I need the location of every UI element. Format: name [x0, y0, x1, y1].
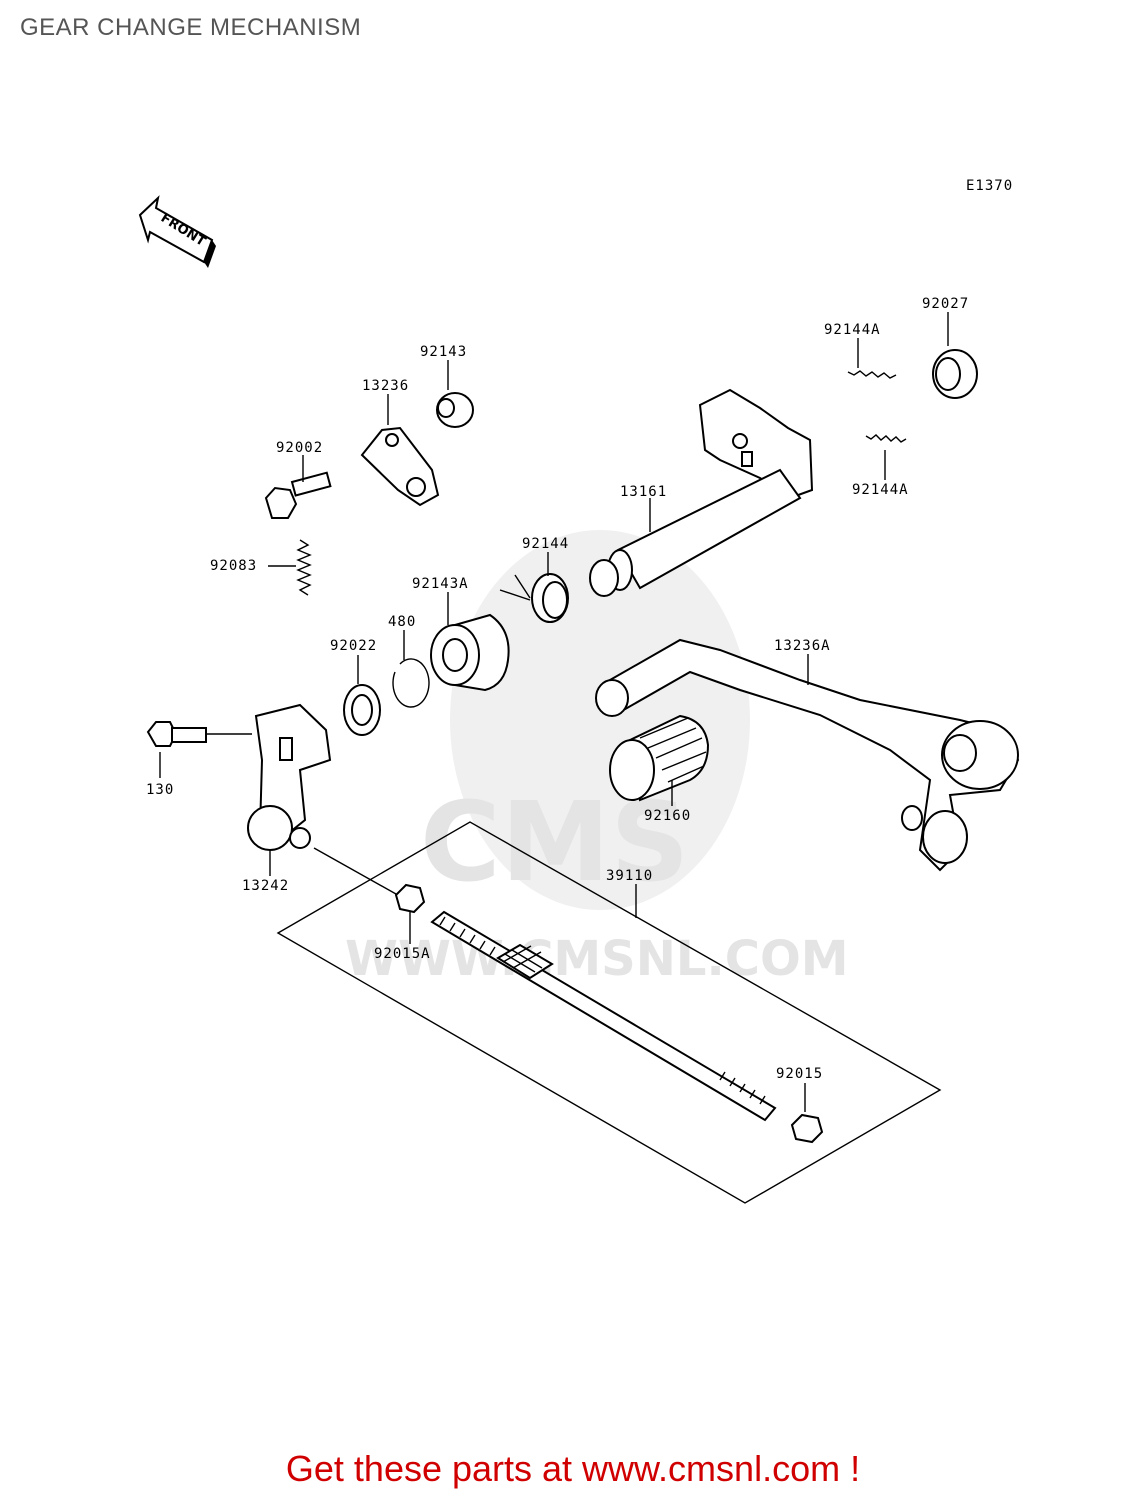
part-label-92015: 92015: [776, 1066, 823, 1082]
part-label-92002: 92002: [276, 440, 323, 456]
watermark-brand: CMS: [420, 778, 689, 906]
watermark-url: WWW.CMSNL.COM: [345, 931, 849, 987]
nut-92015a: [313, 847, 426, 944]
part-label-92083: 92083: [210, 558, 257, 574]
cta-link[interactable]: Get these parts at www.cmsnl.com !: [285, 1448, 861, 1489]
part-label-92022: 92022: [330, 638, 377, 654]
oil-seal-92027: [932, 312, 978, 399]
shift-shaft-13161: [589, 388, 814, 597]
part-label-92144: 92144: [522, 536, 569, 552]
spring-92144a-bottom: [865, 434, 907, 480]
lever-13236: [360, 394, 440, 507]
part-label-92143: 92143: [420, 344, 467, 360]
pedal-13236a: [595, 638, 1020, 872]
part-label-130: 130: [146, 782, 174, 798]
washer-92022: [343, 655, 381, 736]
parts-diagram: CMS WWW.CMSNL.COM E1370 FRONT: [138, 178, 1020, 1204]
torsion-spring-92144: [499, 552, 569, 623]
pedal-rubber-92160: [609, 714, 710, 806]
part-label-92027: 92027: [922, 296, 969, 312]
front-arrow-icon: FRONT: [138, 195, 216, 268]
watermark: CMS WWW.CMSNL.COM: [345, 530, 849, 987]
spring-92083: [268, 539, 312, 596]
spring-92144a-top: [847, 338, 897, 379]
part-label-92160: 92160: [644, 808, 691, 824]
bolt-92002: [264, 455, 332, 519]
part-label-92144a-top: 92144A: [824, 322, 881, 338]
arm-13242: [247, 703, 332, 876]
page-title: GEAR CHANGE MECHANISM: [20, 14, 362, 41]
nut-92015: [790, 1083, 824, 1144]
part-label-92144a-bottom: 92144A: [852, 482, 909, 498]
part-label-480: 480: [388, 614, 416, 630]
part-label-13236: 13236: [362, 378, 409, 394]
collar-92143: [436, 360, 474, 428]
rod-assembly-frame: [276, 821, 942, 1204]
bolt-130: [146, 721, 252, 778]
part-label-92015a: 92015A: [374, 946, 431, 962]
part-label-92143a: 92143A: [412, 576, 469, 592]
tie-rod-39110: [430, 884, 777, 1122]
diagram-code: E1370: [966, 178, 1013, 194]
part-label-39110: 39110: [606, 868, 653, 884]
circlip-480: [392, 630, 430, 708]
part-label-13236a: 13236A: [774, 638, 831, 654]
collar-92143a: [430, 592, 510, 692]
part-label-13242: 13242: [242, 878, 289, 894]
part-label-13161: 13161: [620, 484, 667, 500]
